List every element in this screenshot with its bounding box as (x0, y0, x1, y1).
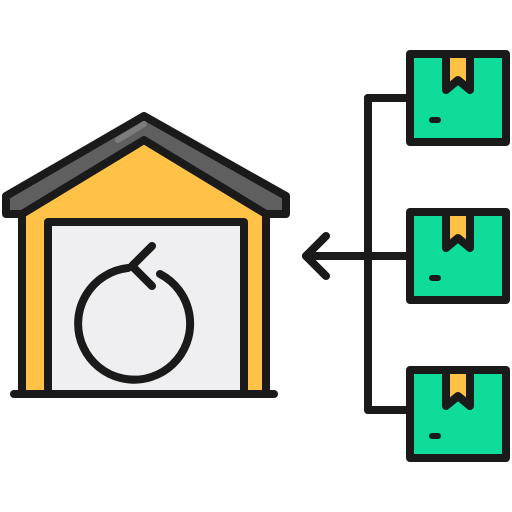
warehouse-roof (2, 112, 290, 218)
package-box-icon (406, 208, 510, 304)
refresh-arrow-icon (74, 242, 195, 384)
connector-lines (364, 94, 414, 414)
roof-highlight (115, 121, 147, 143)
package-box-icon (406, 366, 510, 462)
package-box-icon (406, 50, 510, 146)
arrow-left-icon (302, 232, 372, 280)
